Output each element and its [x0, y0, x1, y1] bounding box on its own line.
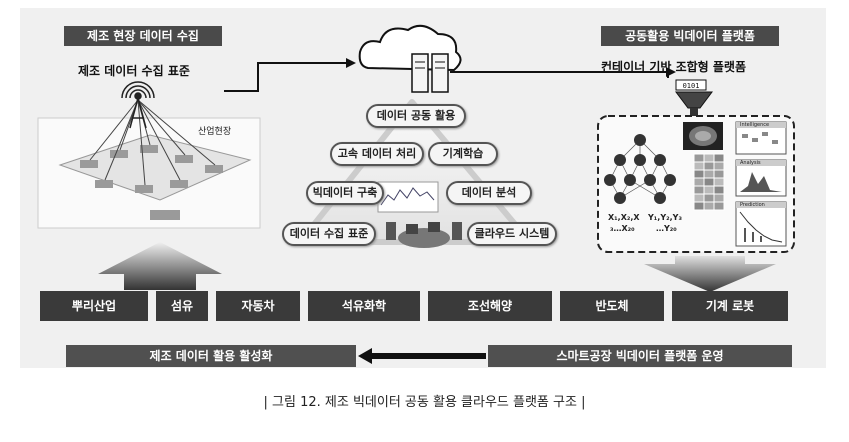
chart-label-prediction: Prediction: [740, 202, 765, 208]
connector-arrowhead-right: [666, 67, 676, 77]
chart-thumbnail-prediction: [735, 201, 787, 247]
connector-line-right: [450, 71, 669, 78]
input-label-2: ₃…X₂₀: [610, 224, 635, 233]
svg-text:0101: 0101: [683, 82, 700, 90]
industry-box: 뿌리산업: [40, 291, 148, 321]
bottom-right-bar: 스마트공장 빅데이터 플랫폼 운영: [488, 345, 792, 367]
left-subtitle: 제조 데이터 수집 표준: [78, 64, 190, 78]
antenna-tower-icon: [121, 81, 155, 129]
funnel-icon: 0101: [675, 79, 713, 116]
neural-network-icon: [604, 134, 676, 204]
chart-label-analysis: Analysis: [740, 160, 761, 166]
pill-mid-right: 기계학습: [428, 142, 498, 166]
industry-box: 석유화학: [308, 291, 420, 321]
bottom-left-bar: 제조 데이터 활용 활성화: [66, 345, 356, 367]
input-label-1: X₁,X₂,X: [608, 213, 640, 222]
pill-mid-left: 고속 데이터 처리: [330, 142, 424, 166]
brain-scan-thumbnail: [683, 122, 723, 150]
chart-thumbnail-intelligence: [735, 121, 787, 155]
connector-arrowhead: [346, 58, 356, 68]
down-arrow: [644, 256, 776, 292]
industry-box: 자동차: [216, 291, 300, 321]
site-label: 산업현장: [198, 127, 232, 137]
industry-box: 반도체: [560, 291, 664, 321]
graph-thumbnail: [377, 181, 439, 213]
matrix-grid: [693, 153, 725, 211]
cloud-network-thumbnail: [386, 222, 462, 248]
industry-box: 기계 로봇: [672, 291, 788, 321]
left-header: 제조 현장 데이터 수집: [64, 26, 222, 46]
figure-caption: | 그림 12. 제조 빅데이터 공동 활용 클라우드 플랫폼 구조 |: [263, 395, 586, 410]
chart-thumbnail-analysis: [735, 159, 787, 197]
industry-box: 조선해양: [428, 291, 552, 321]
pill-top: 데이터 공동 활용: [366, 104, 466, 128]
output-label-2: …Y₂₀: [656, 224, 677, 233]
right-subtitle: 컨테이너 기반 조합형 플랫폼: [601, 60, 747, 74]
chart-label-intelligence: Intelligence: [740, 122, 770, 128]
right-header: 공동활용 빅데이터 플랫폼: [601, 26, 779, 46]
pill-base-left: 데이터 수집 표준: [282, 222, 376, 246]
industry-box: 섬유: [156, 291, 208, 321]
pill-low-right: 데이터 분석: [446, 181, 532, 205]
connector-line: [224, 62, 348, 92]
pill-low-left: 빅데이터 구축: [306, 181, 384, 205]
pill-base-right: 클라우드 시스템: [467, 222, 557, 246]
output-label-1: Y₁,Y₂,Y₃: [648, 213, 682, 222]
industrial-site-image: [37, 99, 261, 229]
up-arrow: [98, 242, 222, 290]
server-icon: [411, 53, 449, 93]
left-arrow: [358, 348, 486, 364]
